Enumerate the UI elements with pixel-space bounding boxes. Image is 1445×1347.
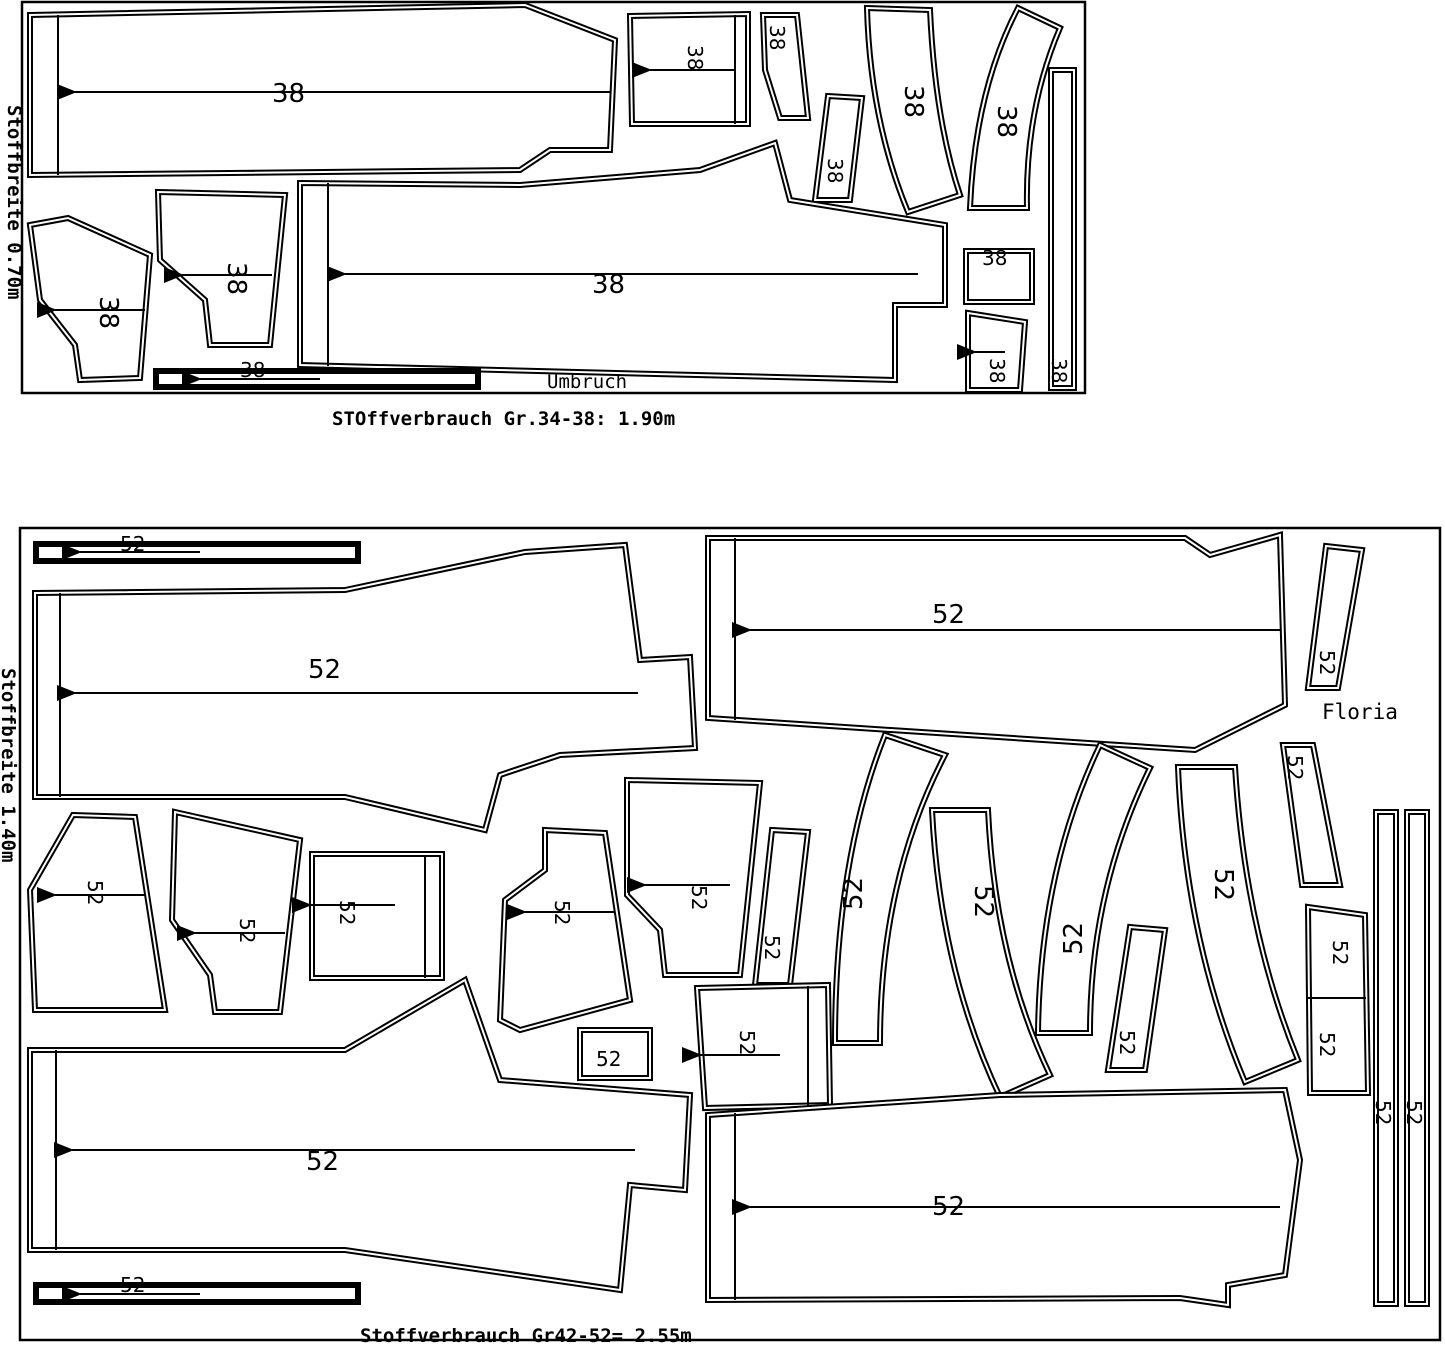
piece-size-label: 38 xyxy=(592,270,625,300)
piece-small-38c: 38 xyxy=(957,309,1029,393)
bottom-layout: Stoffbreite 1.40m 52 52 52 52 Floria xyxy=(0,526,1442,1342)
piece-size-label: 52 xyxy=(1328,940,1352,965)
piece-size-label: 52 xyxy=(1315,650,1339,675)
top-fabric-frame xyxy=(20,0,1087,395)
piece-size-label: 52 xyxy=(120,1273,145,1297)
piece-size-label: 38 xyxy=(221,262,251,295)
piece-facing-52b: 52 xyxy=(577,1027,653,1081)
piece-size-label: 52 xyxy=(839,877,869,910)
piece-waistband-38a: 38 xyxy=(863,4,964,216)
piece-size-label: 52 xyxy=(760,935,784,960)
piece-pocket-52b: 52 xyxy=(682,981,834,1112)
piece-size-label: 52 xyxy=(120,532,145,556)
piece-size-label: 38 xyxy=(982,246,1007,270)
piece-yoke-52b: 52 xyxy=(168,808,304,1015)
piece-facing-38: 38 xyxy=(963,246,1035,305)
piece-size-label: 52 xyxy=(1315,1032,1339,1057)
piece-waistband-38b: 38 xyxy=(966,4,1064,211)
piece-yoke-38b: 38 xyxy=(154,188,289,348)
piece-yoke-52a: 52 xyxy=(26,811,169,1013)
piece-yoke-38a: 38 xyxy=(26,214,154,384)
piece-size-label: 52 xyxy=(83,880,107,905)
top-fabric-width-label: Stoffbreite 0.70m xyxy=(3,105,25,299)
piece-size-label: 38 xyxy=(93,296,123,329)
piece-belt-loop-38: 38 xyxy=(1047,67,1077,391)
piece-size-label: 52 xyxy=(1059,922,1089,955)
bottom-consumption-label: Stoffverbrauch Gr42-52= 2.55m xyxy=(360,1325,692,1347)
piece-belt-loop-52b: 52 xyxy=(1402,809,1430,1307)
piece-front-pants-52b: 52 xyxy=(27,975,694,1294)
top-consumption-label: STOffverbrauch Gr.34-38: 1.90m xyxy=(332,408,675,430)
piece-size-label: 52 xyxy=(968,885,998,918)
piece-back-pants-52b: 52 xyxy=(705,1086,1304,1309)
piece-pocket-52a: 52 xyxy=(292,851,445,981)
piece-size-label: 52 xyxy=(550,900,574,925)
piece-back-pants-38: 38 xyxy=(297,139,948,384)
piece-front-pants-38: 38 xyxy=(27,1,619,179)
piece-size-label: 52 xyxy=(335,900,359,925)
piece-size-label: 52 xyxy=(687,885,711,910)
bottom-fabric-frame xyxy=(18,526,1442,1342)
piece-waistband-52a: 52 xyxy=(831,731,950,1046)
piece-size-label: 52 xyxy=(1371,1100,1395,1125)
piece-strip-38: 38 xyxy=(153,358,481,390)
piece-waistband-52c: 52 xyxy=(1034,741,1155,1036)
piece-belt-loop-52a: 52 xyxy=(1371,809,1399,1307)
piece-size-label: 52 xyxy=(596,1047,621,1071)
piece-size-label: 52 xyxy=(1283,755,1307,780)
piece-small-52b: 52 xyxy=(751,826,812,988)
piece-size-label: 52 xyxy=(1115,1030,1139,1055)
piece-size-label: 38 xyxy=(683,45,707,70)
piece-back-pants-52a: 52 xyxy=(705,531,1289,754)
piece-size-label: 38 xyxy=(985,358,1009,383)
piece-strip-52a: 52 xyxy=(33,532,361,564)
piece-small-52a: 52 xyxy=(1304,542,1366,691)
model-name-label: Floria xyxy=(1322,700,1398,724)
piece-size-label: 38 xyxy=(240,358,265,382)
fold-label: Umbruch xyxy=(547,371,627,393)
piece-yoke-52c: 52 xyxy=(496,826,634,1034)
piece-small-52c: 52 xyxy=(1104,923,1169,1073)
piece-yoke-52d: 52 xyxy=(624,776,764,978)
piece-size-label: 52 xyxy=(932,600,965,630)
piece-size-label: 52 xyxy=(235,918,259,943)
top-layout: Stoffbreite 0.70m 38 38 38 38 xyxy=(3,0,1087,395)
piece-front-pants-52a: 52 xyxy=(32,541,699,834)
piece-size-label: 38 xyxy=(823,158,847,183)
piece-size-label: 38 xyxy=(1047,358,1071,383)
piece-size-label: 38 xyxy=(272,79,305,109)
piece-size-label: 52 xyxy=(308,655,341,685)
piece-size-label: 38 xyxy=(765,25,789,50)
piece-small-38b: 38 xyxy=(811,92,866,203)
bottom-fabric-width-label: Stoffbreite 1.40m xyxy=(0,668,19,862)
piece-small-38a: 38 xyxy=(759,12,812,121)
piece-pocket-38: 38 xyxy=(626,10,751,127)
piece-size-label: 38 xyxy=(991,105,1021,138)
piece-size-label: 52 xyxy=(1208,868,1238,901)
piece-facing-52a: 52 52 xyxy=(1304,903,1372,1096)
piece-waistband-52d: 52 xyxy=(1174,764,1302,1086)
piece-size-label: 52 xyxy=(1402,1100,1426,1125)
piece-size-label: 52 xyxy=(735,1030,759,1055)
piece-strip-52b: 52 xyxy=(33,1273,361,1305)
piece-size-label: 52 xyxy=(932,1192,965,1222)
piece-size-label: 38 xyxy=(898,85,928,118)
piece-waistband-52b: 52 xyxy=(928,807,1055,1101)
piece-size-label: 52 xyxy=(306,1147,339,1177)
piece-small-52d: 52 xyxy=(1279,742,1344,888)
